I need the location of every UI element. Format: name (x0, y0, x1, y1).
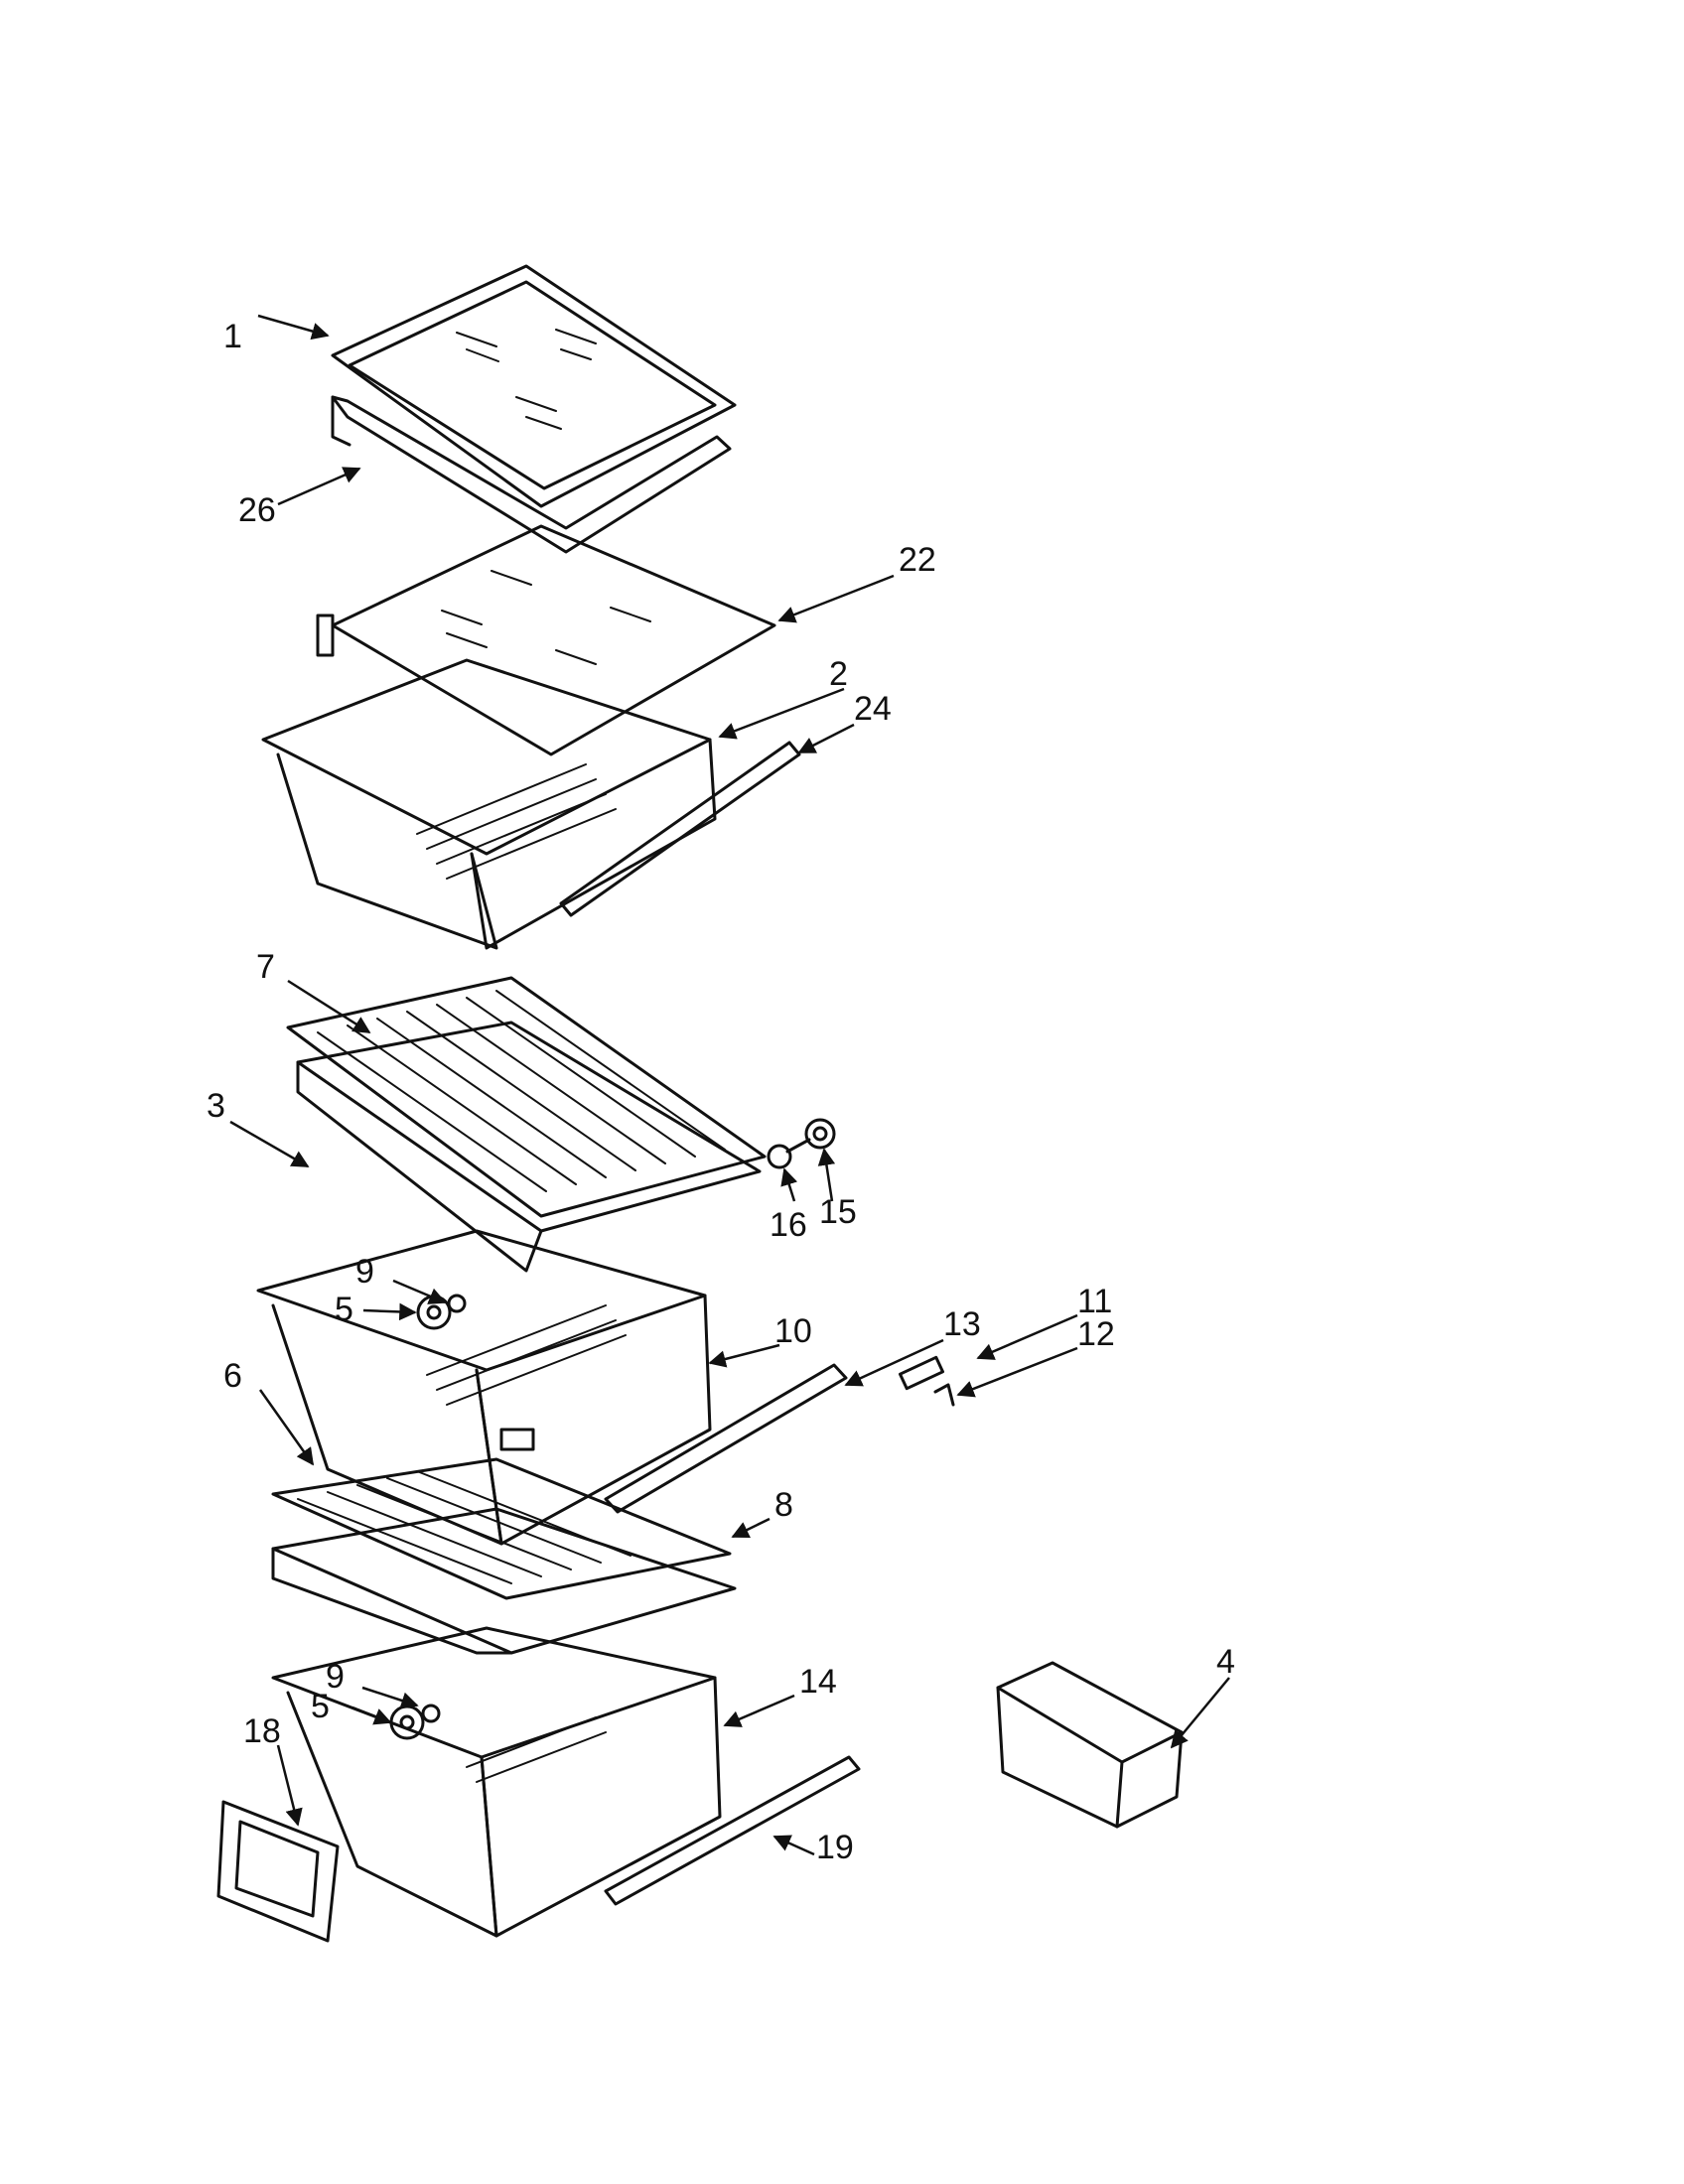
callout-3: 3 (207, 1087, 225, 1125)
part-3-cover-frame (296, 1021, 762, 1273)
part-2-upper-crisper-drawer (261, 658, 717, 950)
callout-1: 1 (223, 318, 242, 355)
callout-26: 26 (238, 491, 276, 529)
callout-13: 13 (943, 1305, 981, 1343)
callout-11: 11 (1077, 1283, 1112, 1320)
part-10-crisper-drawer (256, 1229, 712, 1546)
part-11-12-clips (898, 1355, 955, 1407)
callout-8: 8 (774, 1486, 793, 1524)
part-22-glass-shelf (316, 524, 776, 756)
callout-24: 24 (854, 690, 892, 728)
callout-22: 22 (899, 541, 936, 579)
callout-16: 16 (770, 1206, 807, 1244)
part-14-bottom-crisper-drawer (271, 1626, 722, 1938)
callout-6: 6 (223, 1357, 242, 1395)
callout-5b: 5 (311, 1688, 330, 1725)
callout-labels: 1 26 22 2 24 7 3 16 15 9 5 10 13 11 12 6… (207, 318, 1235, 1866)
part-4-door-bin (996, 1661, 1184, 1829)
callout-10: 10 (774, 1312, 812, 1350)
part-6-lower-cover (271, 1457, 732, 1600)
callout-5a: 5 (335, 1291, 353, 1328)
leader-lines (229, 314, 1230, 1856)
callout-19: 19 (816, 1829, 854, 1866)
callout-4: 4 (1216, 1643, 1235, 1681)
callout-9b: 9 (326, 1658, 345, 1696)
part-18-badge (216, 1800, 340, 1943)
callout-7: 7 (256, 948, 275, 986)
part-16-15-screw-washer (767, 1118, 836, 1169)
part-7-crisper-cover (286, 976, 767, 1218)
callout-15: 15 (819, 1193, 857, 1231)
callout-18: 18 (243, 1712, 281, 1750)
part-24-drawer-trim (559, 741, 801, 917)
callout-12: 12 (1077, 1315, 1115, 1353)
callout-2: 2 (829, 655, 848, 693)
part-8-lower-cover-frame (271, 1507, 737, 1655)
part-26-shelf-frame (331, 395, 732, 554)
part-19-drawer-trim (604, 1755, 861, 1906)
callout-9a: 9 (355, 1253, 374, 1291)
part-1-glass-shelf (331, 264, 737, 508)
callout-14: 14 (799, 1663, 837, 1701)
part-13-drawer-trim (604, 1363, 848, 1514)
